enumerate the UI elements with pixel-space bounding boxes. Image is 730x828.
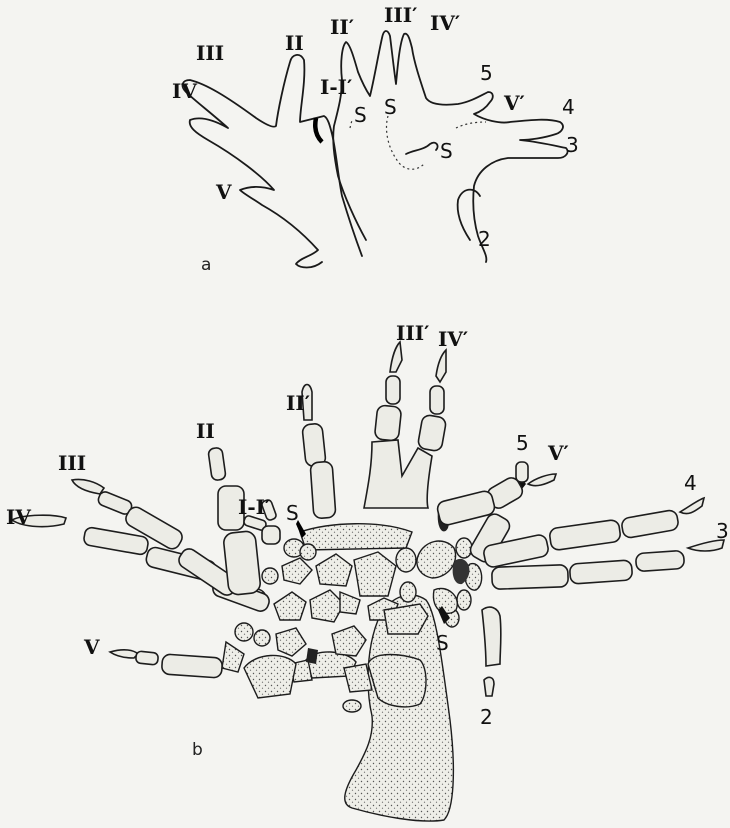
- label-b-I-Ip: I-I′: [238, 495, 270, 519]
- label-a-IIIp: III′: [384, 3, 417, 27]
- panel-a-drawing: [183, 31, 568, 268]
- label-b-V: V: [83, 635, 100, 659]
- sesamoid-mark: [306, 648, 318, 664]
- label-a-IIp: II′: [330, 15, 354, 39]
- phalanx: [135, 651, 158, 665]
- label-a-S3: S: [440, 139, 453, 163]
- label-a-4: 4: [562, 95, 575, 119]
- dashed-line-3: [350, 120, 352, 128]
- label-b-IIIp: III′: [396, 321, 429, 345]
- label-b-5: 5: [516, 431, 529, 455]
- phalanx: [262, 526, 280, 544]
- phalanx: [390, 342, 402, 372]
- carpal: [433, 588, 457, 613]
- phalanx: [484, 677, 494, 696]
- carpal: [456, 538, 472, 558]
- phalanx: [417, 414, 447, 452]
- label-a-II: II: [285, 31, 304, 55]
- carpal: [340, 592, 360, 614]
- label-b-4: 4: [684, 471, 697, 495]
- fused-metacarpal: [364, 440, 432, 508]
- joint-mark: [315, 118, 322, 142]
- dashed-line-2: [456, 122, 486, 128]
- label-a-V: V: [215, 180, 232, 204]
- carpal: [343, 700, 361, 712]
- label-a-III: III: [196, 41, 224, 65]
- phalanx: [516, 462, 528, 482]
- label-a-Vp: V′: [503, 91, 525, 115]
- phalanx: [430, 386, 444, 414]
- panel-a-labels: II III IV V I-I′ II′ III′ IV′ V′ 5 4 3 2…: [172, 3, 579, 275]
- carpal: [222, 642, 244, 672]
- label-a-I-Ip: I-I′: [320, 75, 352, 99]
- phalanx: [386, 376, 400, 404]
- carpal: [354, 552, 396, 596]
- label-a-5: 5: [480, 61, 493, 85]
- panel-b-letter: b: [192, 740, 203, 760]
- carpal: [244, 655, 296, 698]
- panel-b-skeleton: [12, 342, 724, 821]
- carpal: [332, 626, 366, 656]
- phalanx: [482, 607, 501, 666]
- carpal: [274, 592, 306, 620]
- label-b-IIp: II′: [286, 391, 310, 415]
- label-b-IV: IV: [6, 505, 31, 529]
- phalanx: [436, 350, 446, 382]
- label-b-Vp: V′: [547, 441, 569, 465]
- carpal: [262, 568, 278, 584]
- carpal: [457, 590, 471, 610]
- phalanx: [208, 447, 226, 481]
- phalanx: [110, 650, 138, 658]
- label-b-IVp: IV′: [438, 327, 468, 351]
- label-b-III: III: [58, 451, 86, 475]
- phalanx: [302, 423, 326, 467]
- phalanx: [680, 498, 704, 514]
- phalanx: [569, 560, 632, 584]
- digit-IIIp-IVp: [364, 342, 447, 508]
- carpal: [235, 623, 253, 641]
- carpal: [396, 548, 416, 572]
- label-a-IV: IV: [172, 79, 197, 103]
- phalanx: [621, 509, 680, 538]
- dashed-line-1: [387, 116, 425, 169]
- carpal: [417, 541, 456, 578]
- carpal: [300, 524, 412, 550]
- phalanx: [528, 474, 556, 486]
- phalanx: [635, 550, 684, 571]
- phalanx: [374, 405, 401, 441]
- label-b-II: II: [196, 419, 215, 443]
- label-b-3: 3: [716, 519, 729, 543]
- carpal: [316, 554, 352, 586]
- label-a-3: 3: [566, 133, 579, 157]
- carpal: [300, 544, 316, 560]
- carpal: [310, 590, 344, 622]
- label-b-S2: S: [436, 631, 449, 655]
- phalanx: [72, 479, 104, 494]
- phalanx: [492, 565, 569, 590]
- phalanx: [223, 530, 261, 595]
- label-a-IVp: IV′: [430, 11, 460, 35]
- label-a-S1: S: [354, 103, 367, 127]
- carpal: [254, 630, 270, 646]
- phalanx: [310, 461, 336, 518]
- phalanx: [549, 519, 621, 551]
- carpal: [282, 558, 312, 584]
- label-b-2: 2: [480, 705, 493, 729]
- phalanx: [161, 654, 222, 678]
- label-b-S1: S: [286, 501, 299, 525]
- carpal: [276, 628, 306, 656]
- label-a-2: 2: [478, 227, 491, 251]
- carpal: [400, 582, 416, 602]
- digit-2: [482, 607, 501, 696]
- inner-stub-outline: [406, 143, 438, 154]
- label-a-S2: S: [384, 95, 397, 119]
- panel-a-letter: a: [201, 255, 211, 275]
- digit-V: [110, 650, 223, 678]
